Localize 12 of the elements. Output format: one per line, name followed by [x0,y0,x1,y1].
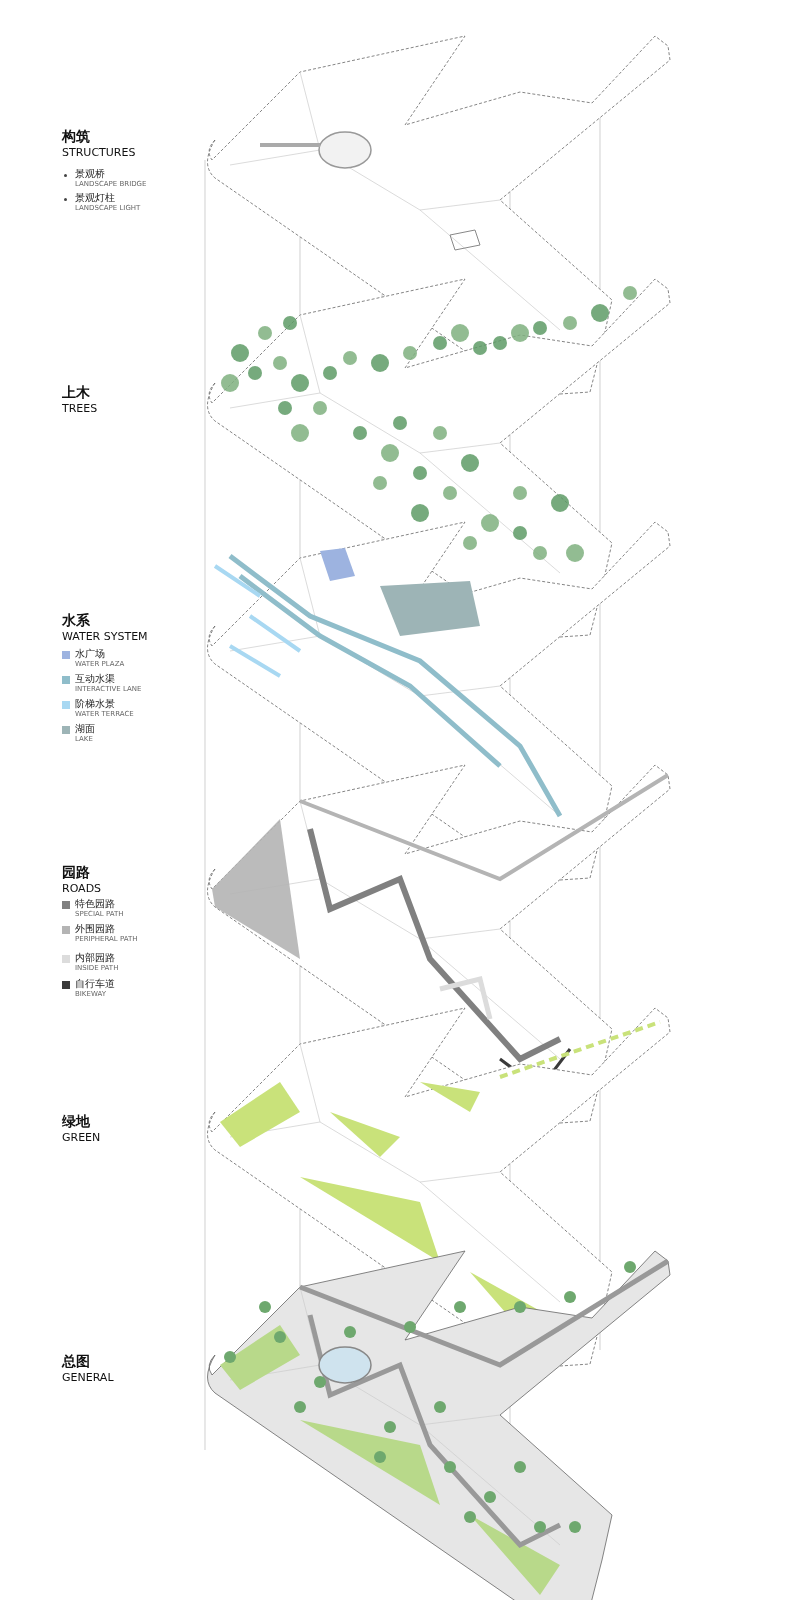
layer-subtitle: ROADS [62,882,102,895]
layer-title: 水系 [62,612,90,630]
layer-subtitle: STRUCTURES [62,146,136,159]
layer-subtitle: TREES [62,402,98,415]
layer-subtitle: GENERAL [62,1371,114,1384]
layer-subtitle: WATER SYSTEM [62,630,148,643]
layer-title: 园路 [62,864,90,882]
layer-title: 构筑 [62,128,90,146]
layer-title: 上木 [62,384,90,402]
layer-subtitle: GREEN [62,1131,101,1144]
layer-title: 总图 [62,1353,90,1371]
layer-title: 绿地 [62,1113,90,1131]
